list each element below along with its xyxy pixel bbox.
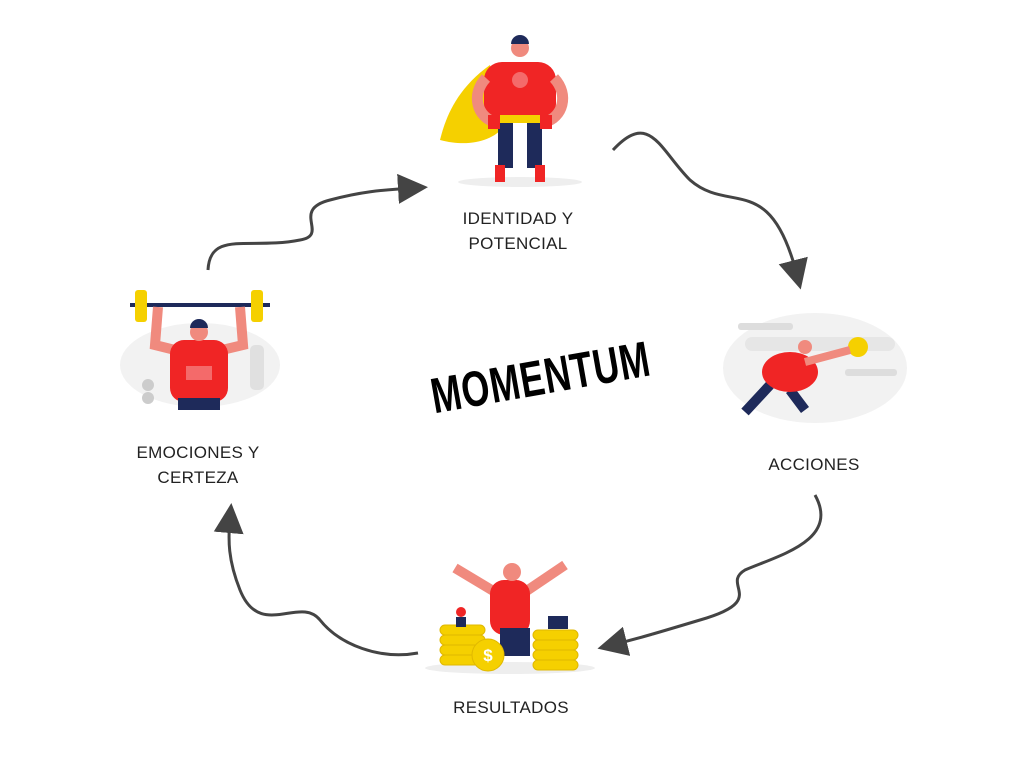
svg-text:$: $ — [483, 646, 493, 665]
superhero-illustration — [440, 35, 582, 187]
arrow-results-to-emotions — [213, 503, 419, 657]
stage-label-line: EMOCIONES Y — [136, 443, 260, 462]
results-illustration: $ — [425, 560, 595, 674]
stage-label-line: RESULTADOS — [453, 698, 569, 717]
runner-illustration — [723, 313, 907, 423]
stage-label-emotions: EMOCIONES Y CERTEZA — [98, 440, 298, 490]
stage-label-actions: ACCIONES — [714, 452, 914, 477]
stage-label-results: RESULTADOS — [411, 695, 611, 720]
stage-label-line: CERTEZA — [157, 468, 239, 487]
stage-label-line: ACCIONES — [768, 455, 860, 474]
stage-label-line: IDENTIDAD Y — [462, 209, 574, 228]
stage-label-identity: IDENTIDAD Y POTENCIAL — [418, 206, 618, 256]
weightlifter-illustration — [120, 290, 280, 410]
arrow-identity-to-actions — [611, 131, 808, 290]
arrow-emotions-to-identity — [206, 173, 428, 271]
stage-label-line: POTENCIAL — [468, 234, 568, 253]
arrow-actions-to-results — [597, 494, 823, 656]
